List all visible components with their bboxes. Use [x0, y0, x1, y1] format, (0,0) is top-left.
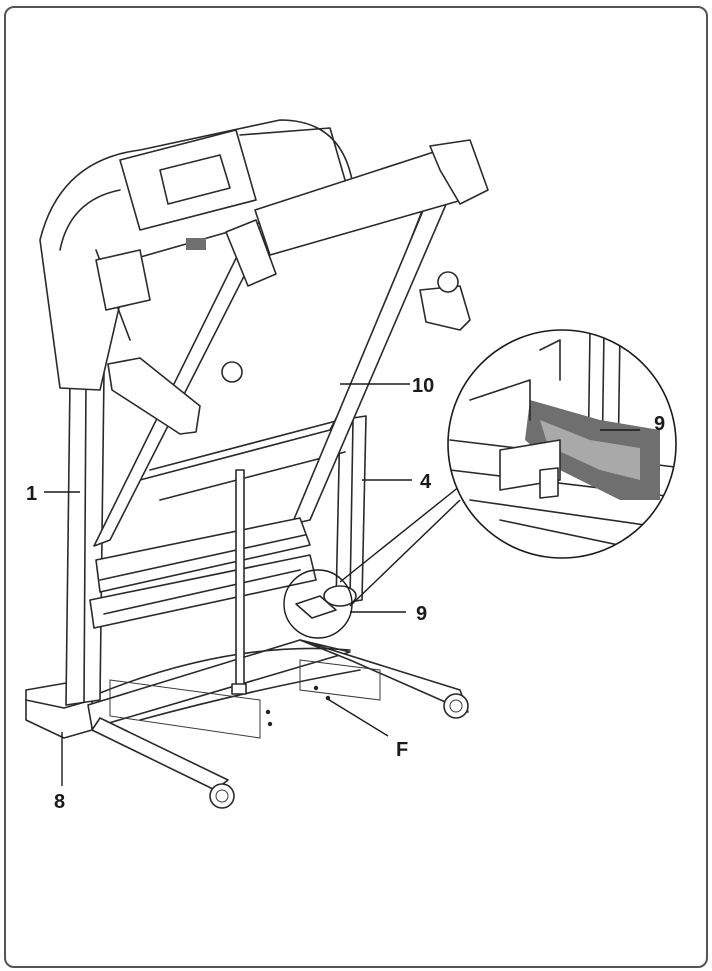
callout-8: 8	[54, 791, 65, 813]
detail-zoom-view	[447, 329, 677, 559]
console	[39, 119, 353, 391]
callout-1: 1	[26, 483, 37, 505]
callout-9-zoom: 9	[654, 413, 665, 435]
callout-4: 4	[420, 471, 432, 493]
callout-F: F	[396, 739, 408, 761]
callout-10: 10	[412, 375, 434, 397]
folded-deck	[89, 139, 489, 695]
leader-lines	[44, 383, 640, 786]
mounting-holes	[265, 685, 331, 727]
right-upright	[323, 415, 367, 607]
callout-9-main: 9	[416, 603, 427, 625]
